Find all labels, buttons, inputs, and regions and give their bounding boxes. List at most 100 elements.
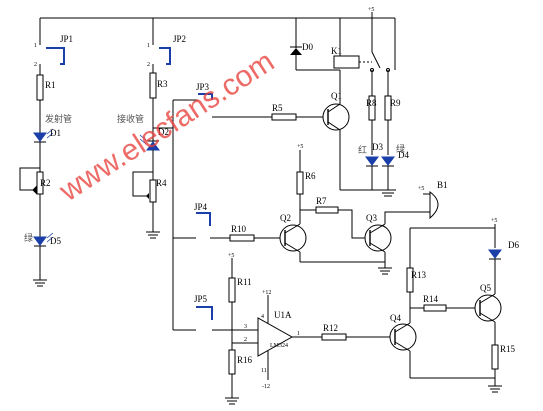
- q2-emitter: [284, 242, 301, 253]
- r7-label: R7: [316, 196, 327, 206]
- jp2-label: JP2: [173, 34, 186, 44]
- r2-label: R2: [40, 178, 51, 188]
- relay-k1-coil: [333, 55, 360, 69]
- jp1-pin2: 2: [34, 62, 37, 68]
- led-d6-icon: [488, 249, 502, 259]
- r12-label: R12: [323, 323, 338, 333]
- resistor-r6: [296, 171, 304, 195]
- resistor-r7: [315, 206, 339, 214]
- q4-emitter: [394, 341, 411, 352]
- d4-label: D4: [398, 150, 409, 160]
- r2-wiper-arrow: [32, 185, 37, 195]
- opamp-u1a: [257, 317, 294, 357]
- watermark-text: www.elecfans.com: [53, 45, 280, 209]
- d2-ray-2: [139, 138, 147, 145]
- vcc-b1-label: +5: [418, 186, 424, 192]
- q1-emitter: [327, 121, 341, 131]
- resistor-r1: [36, 74, 44, 101]
- q3-collector: [369, 223, 386, 234]
- d2-ray-1: [139, 134, 147, 141]
- vcc-r11-label: +5: [228, 253, 234, 259]
- r6-label: R6: [305, 171, 316, 181]
- led-d4-icon: [381, 156, 395, 166]
- r14-label: R14: [423, 294, 439, 304]
- r10-label: R10: [231, 224, 247, 234]
- jp4-label: JP4: [194, 202, 208, 212]
- jp3-label: JP3: [196, 82, 210, 92]
- resistor-r5: [271, 113, 297, 121]
- k1-label: K1: [331, 46, 342, 56]
- u1a-label: U1A: [274, 310, 292, 320]
- opamp-vee-label: -12: [262, 384, 270, 390]
- transistor-q3: [364, 224, 392, 252]
- r13-label: R13: [411, 270, 427, 280]
- led-d1-icon: [33, 132, 47, 142]
- d4-color-label: 绿: [396, 143, 405, 155]
- buzzer-b1-icon: [429, 190, 439, 220]
- transistor-q5: [474, 294, 502, 322]
- r8-label: R8: [366, 98, 377, 108]
- opamp-vcc-label: +12: [262, 290, 271, 296]
- d3-color-label: 红: [358, 144, 367, 156]
- q5-collector: [479, 293, 496, 304]
- transistor-q2: [279, 224, 307, 252]
- jp4-switch: [196, 212, 211, 226]
- q2-label: Q2: [280, 213, 291, 223]
- d3-label: D3: [372, 142, 383, 152]
- jp5-label: JP5: [194, 294, 208, 304]
- resistor-r15: [491, 344, 499, 370]
- led-d5-ray-1: [46, 232, 54, 239]
- r11-label: R11: [237, 277, 252, 287]
- led-d1-ray-1: [46, 128, 54, 135]
- jp1-pin1: 1: [34, 43, 37, 49]
- opamp-pin1: 1: [297, 331, 300, 337]
- r5-label: R5: [272, 103, 283, 113]
- vcc-r6-label: +5: [297, 144, 303, 150]
- r3-label: R3: [157, 79, 168, 89]
- jp2-pin1: 1: [147, 43, 150, 49]
- jp1-switch: [46, 47, 65, 65]
- transistor-q4: [389, 323, 417, 351]
- opamp-pin3: 3: [244, 324, 247, 330]
- vcc-top-label: +5: [368, 7, 374, 13]
- r16-label: R16: [237, 355, 253, 365]
- d2-label: D2: [158, 127, 169, 137]
- r9-label: R9: [390, 98, 401, 108]
- resistor-r10: [229, 234, 255, 242]
- transistor-q1: [322, 103, 350, 131]
- opamp-pin2: 2: [244, 337, 247, 343]
- q4-collector: [394, 322, 411, 333]
- led-d1-ray-2: [46, 132, 54, 139]
- q3-label: Q3: [366, 213, 377, 223]
- led-d3-icon: [365, 156, 379, 166]
- wire-r2-wiper: [19, 167, 40, 191]
- resistor-r16: [228, 349, 236, 375]
- wire-r7-q3: [338, 209, 366, 239]
- resistor-r14: [423, 304, 447, 312]
- led-d5-icon: [33, 236, 47, 246]
- jp3-switch: [198, 93, 213, 100]
- jp1-label: JP1: [60, 34, 73, 44]
- opamp-pin11: 11: [261, 368, 267, 374]
- wire-q3-b1: [384, 211, 410, 224]
- vcc-d6-label: +5: [491, 218, 497, 224]
- q5-emitter: [479, 312, 496, 323]
- relay-contact-arm: [371, 51, 381, 69]
- jp2-pin2: 2: [147, 62, 150, 68]
- d0-label: D0: [302, 42, 313, 52]
- led-d5-ray-2: [46, 236, 54, 243]
- receiver-label: 接收管: [117, 113, 144, 125]
- d5-color-label: 绿: [24, 232, 33, 244]
- d6-label: D6: [508, 240, 519, 250]
- lm324-label: LM324: [270, 343, 288, 349]
- d1-label: D1: [50, 128, 61, 138]
- r4-label: R4: [156, 178, 167, 188]
- q3-emitter: [369, 242, 386, 253]
- r1-label: R1: [45, 80, 56, 90]
- diode-d0-icon: [290, 48, 302, 55]
- r15-label: R15: [500, 344, 516, 354]
- d5-label: D5: [50, 236, 61, 246]
- b1-label: B1: [437, 180, 448, 190]
